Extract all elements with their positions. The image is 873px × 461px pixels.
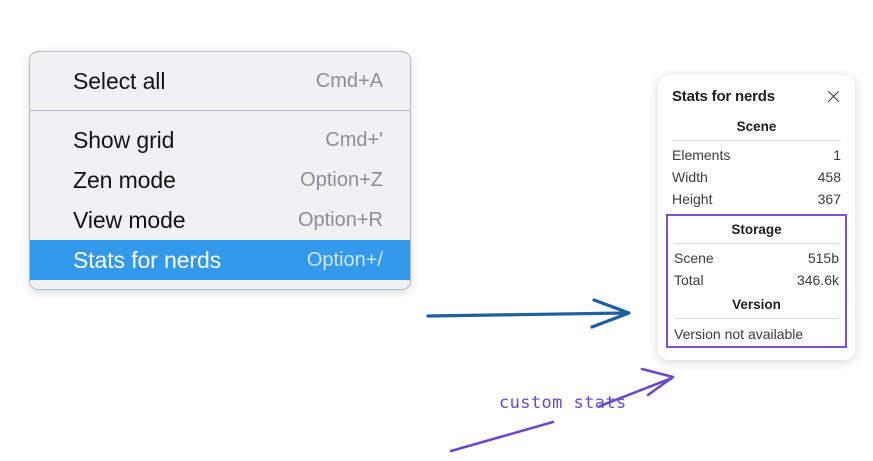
- stats-panel-title: Stats for nerds: [672, 88, 775, 105]
- stat-row: Total 346.6k: [674, 269, 839, 291]
- section-title-version: Version: [732, 297, 781, 312]
- section-title-storage: Storage: [731, 222, 782, 237]
- stats-panel-header: Stats for nerds: [658, 75, 855, 113]
- canvas-context-menu[interactable]: Select all Cmd+A Show grid Cmd+' Zen mod…: [29, 51, 411, 290]
- menu-item-shortcut: Option+R: [297, 208, 383, 231]
- menu-item-show-grid[interactable]: Show grid Cmd+': [30, 120, 410, 160]
- blue-arrow: [426, 298, 631, 329]
- custom-stats-highlight-box: Storage Scene 515b Total 346.6k Version …: [666, 214, 847, 348]
- stat-row: Width 458: [672, 166, 841, 188]
- menu-item-shortcut: Option+Z: [300, 168, 383, 191]
- menu-item-shortcut: Option+/: [306, 248, 383, 271]
- menu-group-1: Select all Cmd+A: [30, 52, 410, 110]
- stat-row: Elements 1: [672, 144, 841, 166]
- menu-item-select-all[interactable]: Select all Cmd+A: [30, 61, 410, 101]
- stats-section-version: Version Version not available: [674, 291, 839, 346]
- stat-key: Width: [672, 169, 708, 185]
- menu-group-2: Show grid Cmd+' Zen mode Option+Z View m…: [30, 111, 410, 289]
- section-divider: [674, 243, 839, 244]
- purple-underline-stroke: [449, 420, 555, 453]
- menu-item-label: Zen mode: [73, 166, 176, 193]
- menu-separator: [30, 110, 410, 111]
- stats-for-nerds-panel: Stats for nerds Scene Elements 1 Width 4…: [658, 75, 855, 360]
- menu-item-label: Select all: [73, 67, 166, 94]
- menu-item-shortcut: Cmd+': [325, 128, 383, 151]
- stat-key: Total: [674, 272, 704, 288]
- version-note: Version not available: [674, 326, 804, 342]
- stat-value: 367: [817, 191, 841, 207]
- section-divider: [672, 140, 841, 141]
- stat-value: 515b: [807, 250, 839, 266]
- menu-item-label: Show grid: [73, 126, 175, 153]
- stat-row: Scene 515b: [674, 247, 839, 269]
- stat-value: 1: [833, 147, 841, 163]
- close-icon[interactable]: [826, 89, 841, 104]
- menu-item-label: View mode: [73, 206, 186, 233]
- stats-section-storage: Storage Scene 515b Total 346.6k: [674, 216, 839, 291]
- custom-stats-annotation-label: custom stats: [499, 393, 627, 413]
- stat-key: Height: [672, 191, 713, 207]
- stat-row: Height 367: [672, 188, 841, 210]
- stat-key: Elements: [672, 147, 731, 163]
- stat-value: 458: [817, 169, 841, 185]
- menu-item-view-mode[interactable]: View mode Option+R: [30, 200, 410, 240]
- stat-value: 346.6k: [796, 272, 839, 288]
- menu-item-zen-mode[interactable]: Zen mode Option+Z: [30, 160, 410, 200]
- menu-item-shortcut: Cmd+A: [315, 69, 383, 92]
- menu-item-label: Stats for nerds: [73, 246, 222, 273]
- section-divider: [674, 318, 839, 319]
- stat-key: Scene: [674, 250, 714, 266]
- section-title-scene: Scene: [736, 119, 777, 134]
- menu-item-stats-for-nerds[interactable]: Stats for nerds Option+/: [30, 240, 410, 280]
- stats-section-scene: Scene Elements 1 Width 458 Height 367: [658, 113, 855, 210]
